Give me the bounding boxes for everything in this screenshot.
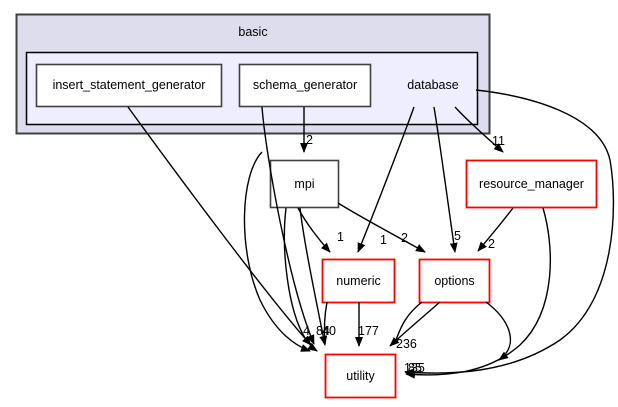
edge-insert-statement-generator-to-utility [127, 106, 312, 346]
node-link-insert-statement-generator[interactable] [36, 64, 222, 107]
edge-database-to-options [433, 106, 458, 253]
edge-bottom-sweep-left-tail [323, 301, 328, 345]
edge-bottom-sweep-numeric [395, 301, 423, 341]
edge-left-sweep-b [283, 207, 318, 352]
edge-database-to-resource-manager [454, 106, 504, 153]
edge-mpi-to-options [337, 202, 426, 253]
edge-resource-manager-to-options [477, 207, 514, 252]
node-link-schema-generator[interactable] [239, 64, 371, 107]
node-mpi-box[interactable] [269, 159, 340, 209]
edge-database-to-numeric [357, 106, 415, 253]
node-link-mpi[interactable] [270, 160, 339, 208]
edge-database-to-utility [404, 89, 615, 377]
node-insert-statement-generator-box[interactable] [35, 63, 223, 108]
edge-bottom-sweep-right [485, 301, 512, 361]
node-resource-manager-box[interactable] [465, 159, 598, 209]
edge-schema-generator-to-utility [261, 106, 315, 345]
edge-options-to-utility [389, 301, 441, 347]
edge-resource-manager-to-utility [405, 207, 552, 379]
node-schema-generator-box[interactable] [238, 63, 372, 108]
edge-left-sweep-a [243, 151, 311, 352]
node-link-database[interactable] [388, 72, 478, 100]
edge-mpi-to-utility [299, 207, 328, 346]
node-link-numeric[interactable] [322, 259, 395, 303]
node-link-options[interactable] [419, 259, 490, 303]
node-link-utility[interactable] [325, 354, 396, 398]
node-options-box[interactable] [418, 258, 491, 304]
node-link-resource-manager[interactable] [466, 160, 597, 208]
node-utility-box[interactable] [324, 353, 397, 399]
